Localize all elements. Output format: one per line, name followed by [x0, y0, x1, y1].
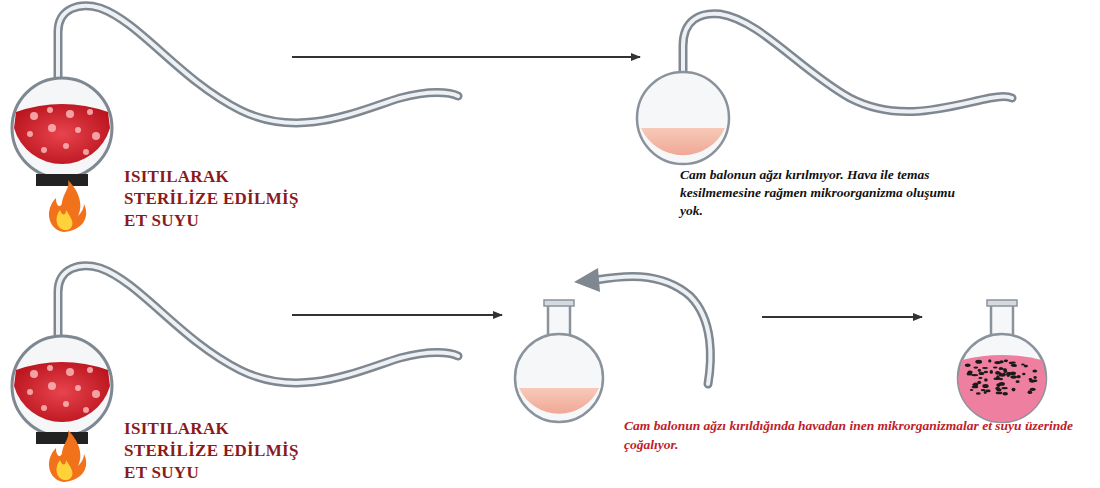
result-note: Cam balonun ağzı kırıldığında havadan in… [624, 416, 1094, 454]
heating-label: ISITILARAK STERİLİZE EDİLMİŞ ET SUYU [124, 166, 314, 232]
result-note: Cam balonun ağzı kırılmıyor. Hava ile te… [680, 166, 970, 220]
heating-label: ISITILARAK STERİLİZE EDİLMİŞ ET SUYU [124, 418, 314, 484]
